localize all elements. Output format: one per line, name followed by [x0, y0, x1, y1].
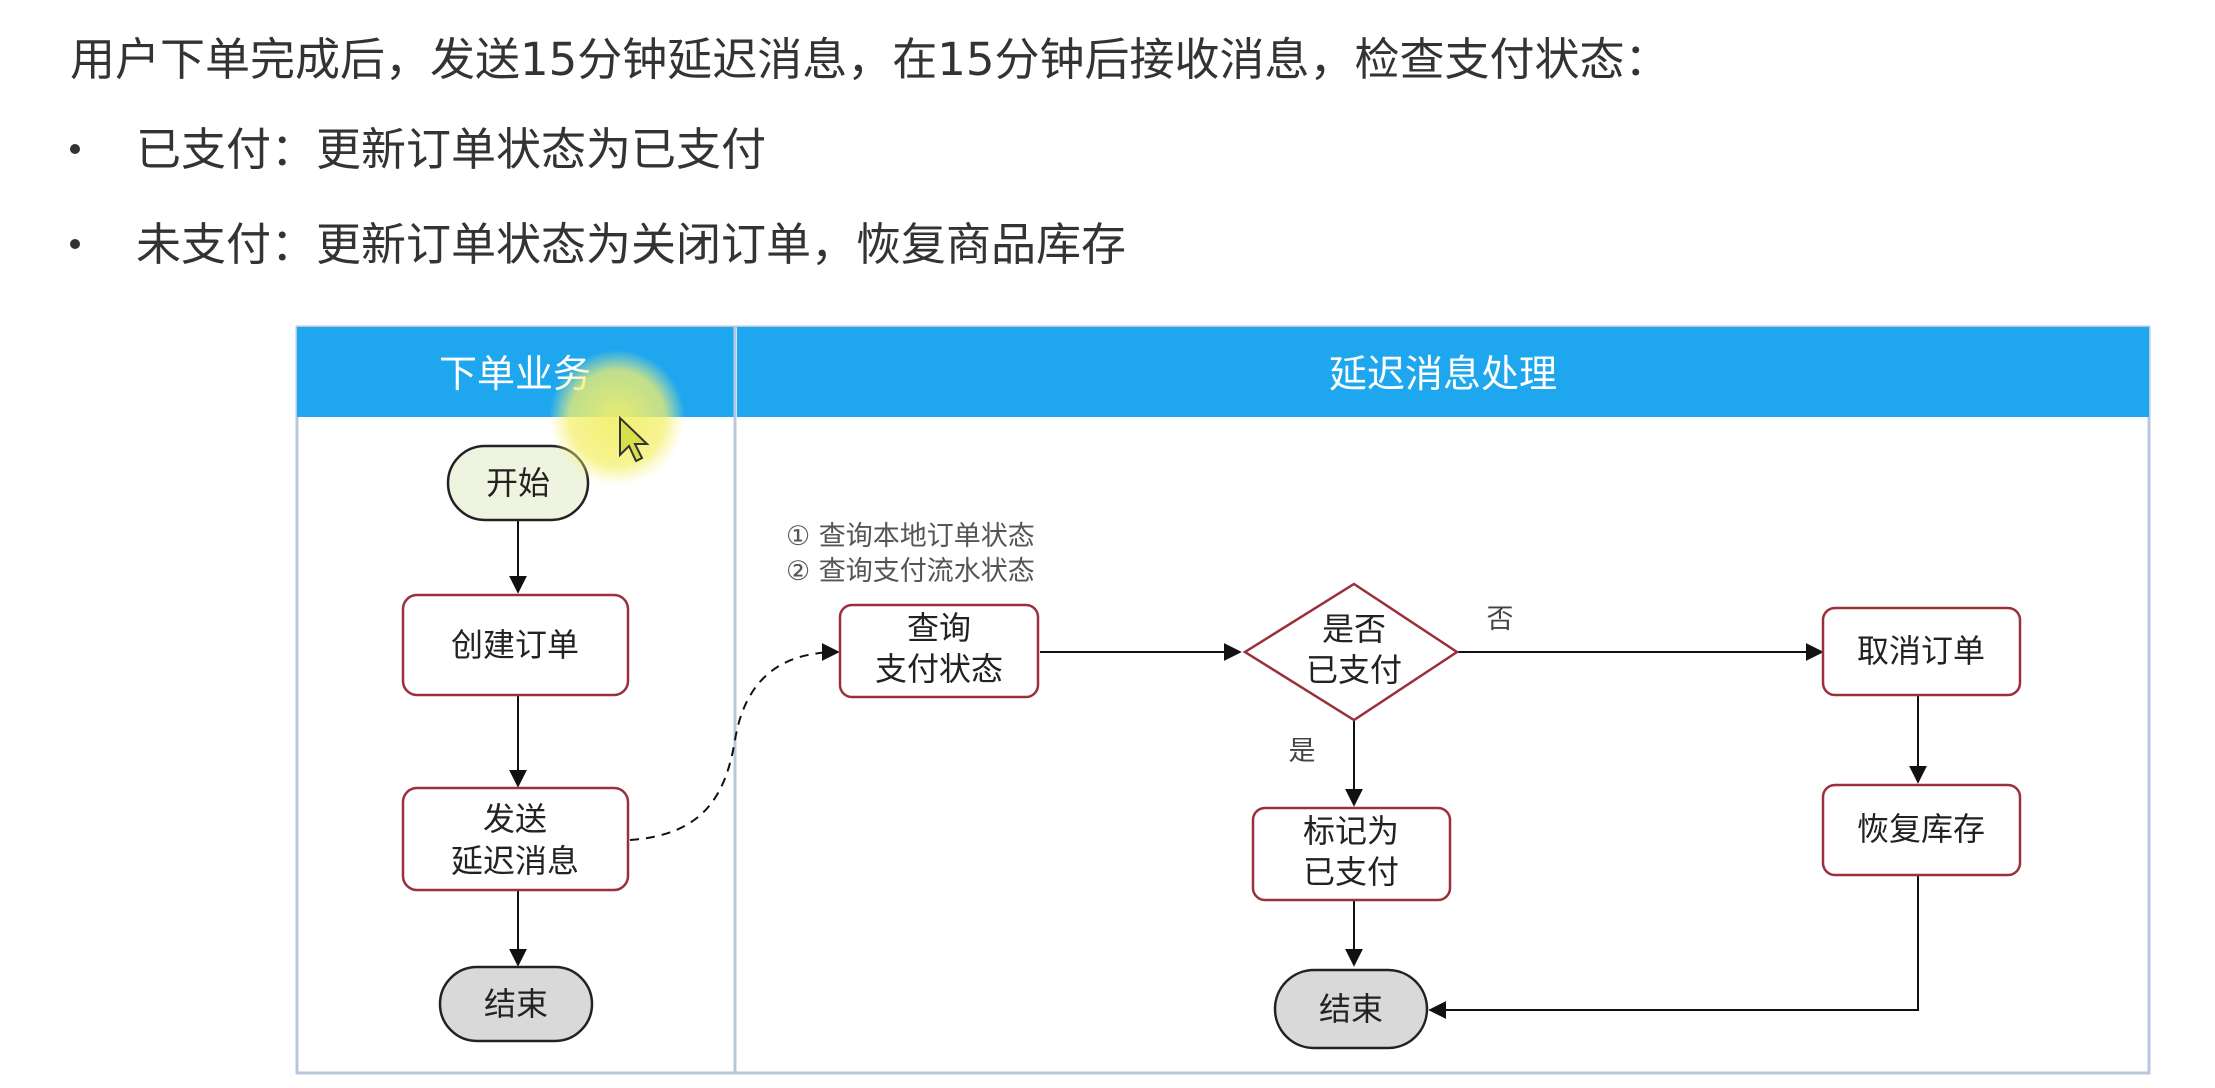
node-cancel-order: 取消订单: [1821, 606, 2022, 697]
start-terminal-shape: [446, 444, 590, 522]
query-note-line2: ② 查询支付流水状态: [786, 556, 1035, 587]
lane-title-delay: 延迟消息处理: [1329, 352, 1557, 396]
query-pay-label-line1: 查询: [907, 609, 971, 647]
send-delay-label-line1: 发送: [483, 800, 547, 838]
send-delay-label-line2: 延迟消息: [451, 842, 579, 880]
bullet-paid: 已支付：更新订单状态为已支付: [70, 120, 766, 180]
end-right-terminal-shape: [1273, 968, 1429, 1050]
cancel-order-label: 取消订单: [1857, 632, 1985, 670]
node-query-pay-status: 查询 支付状态: [838, 603, 1040, 699]
node-end-left: 结束: [438, 965, 594, 1043]
end-left-label: 结束: [484, 985, 548, 1023]
node-decision-paid: 是否 已支付: [1242, 582, 1460, 722]
node-send-delay: 发送 延迟消息: [401, 786, 630, 892]
bullet-dot-icon: [70, 144, 80, 154]
node-restore-stock: 恢复库存: [1821, 783, 2022, 877]
mouse-cursor: [549, 350, 685, 486]
mark-paid-label-line2: 已支付: [1303, 853, 1399, 891]
end-left-terminal-shape: [438, 965, 594, 1043]
decision-diamond: [1242, 582, 1460, 722]
node-start: 开始: [446, 444, 590, 522]
query-pay-label-line2: 支付状态: [875, 650, 1003, 688]
bullet-unpaid-text: 未支付：更新订单状态为关闭订单，恢复商品库存: [136, 218, 1127, 271]
edge-restore-to-end: [1428, 875, 1919, 1019]
bullet-dot-icon: [70, 239, 80, 249]
query-note: ① 查询本地订单状态 ② 查询支付流水状态: [786, 521, 1035, 587]
create-order-label: 创建订单: [451, 626, 579, 664]
node-mark-paid: 标记为 已支付: [1251, 806, 1452, 902]
connectors: [509, 520, 1927, 1019]
edge-send-to-query: [629, 643, 840, 841]
node-end-right: 结束: [1273, 968, 1429, 1050]
edge-label-no: 否: [1487, 604, 1514, 635]
restore-stock-box: [1821, 783, 2022, 877]
mark-paid-label-line1: 标记为: [1303, 812, 1399, 850]
cursor-arrow-icon: [619, 415, 650, 463]
end-right-label: 结束: [1319, 990, 1383, 1028]
query-pay-status-box: [838, 603, 1040, 699]
node-create-order: 创建订单: [401, 593, 630, 697]
mark-paid-box: [1251, 806, 1452, 902]
intro-text: 用户下单完成后，发送15分钟延迟消息，在15分钟后接收消息，检查支付状态：: [70, 33, 1670, 86]
bullet-unpaid: 未支付：更新订单状态为关闭订单，恢复商品库存: [70, 215, 1126, 275]
decision-label-line2: 已支付: [1306, 651, 1402, 689]
bullet-paid-text: 已支付：更新订单状态为已支付: [136, 123, 767, 176]
restore-stock-label: 恢复库存: [1857, 810, 1985, 848]
create-order-box: [401, 593, 630, 697]
decision-label-line1: 是否: [1322, 610, 1386, 648]
send-delay-box: [401, 786, 630, 892]
edge-label-yes: 是: [1289, 736, 1316, 767]
cancel-order-box: [1821, 606, 2022, 697]
cursor-highlight: [549, 350, 685, 486]
start-label: 开始: [486, 464, 550, 502]
query-note-line1: ① 查询本地订单状态: [786, 521, 1035, 552]
lane-header-delay: [737, 327, 2149, 417]
